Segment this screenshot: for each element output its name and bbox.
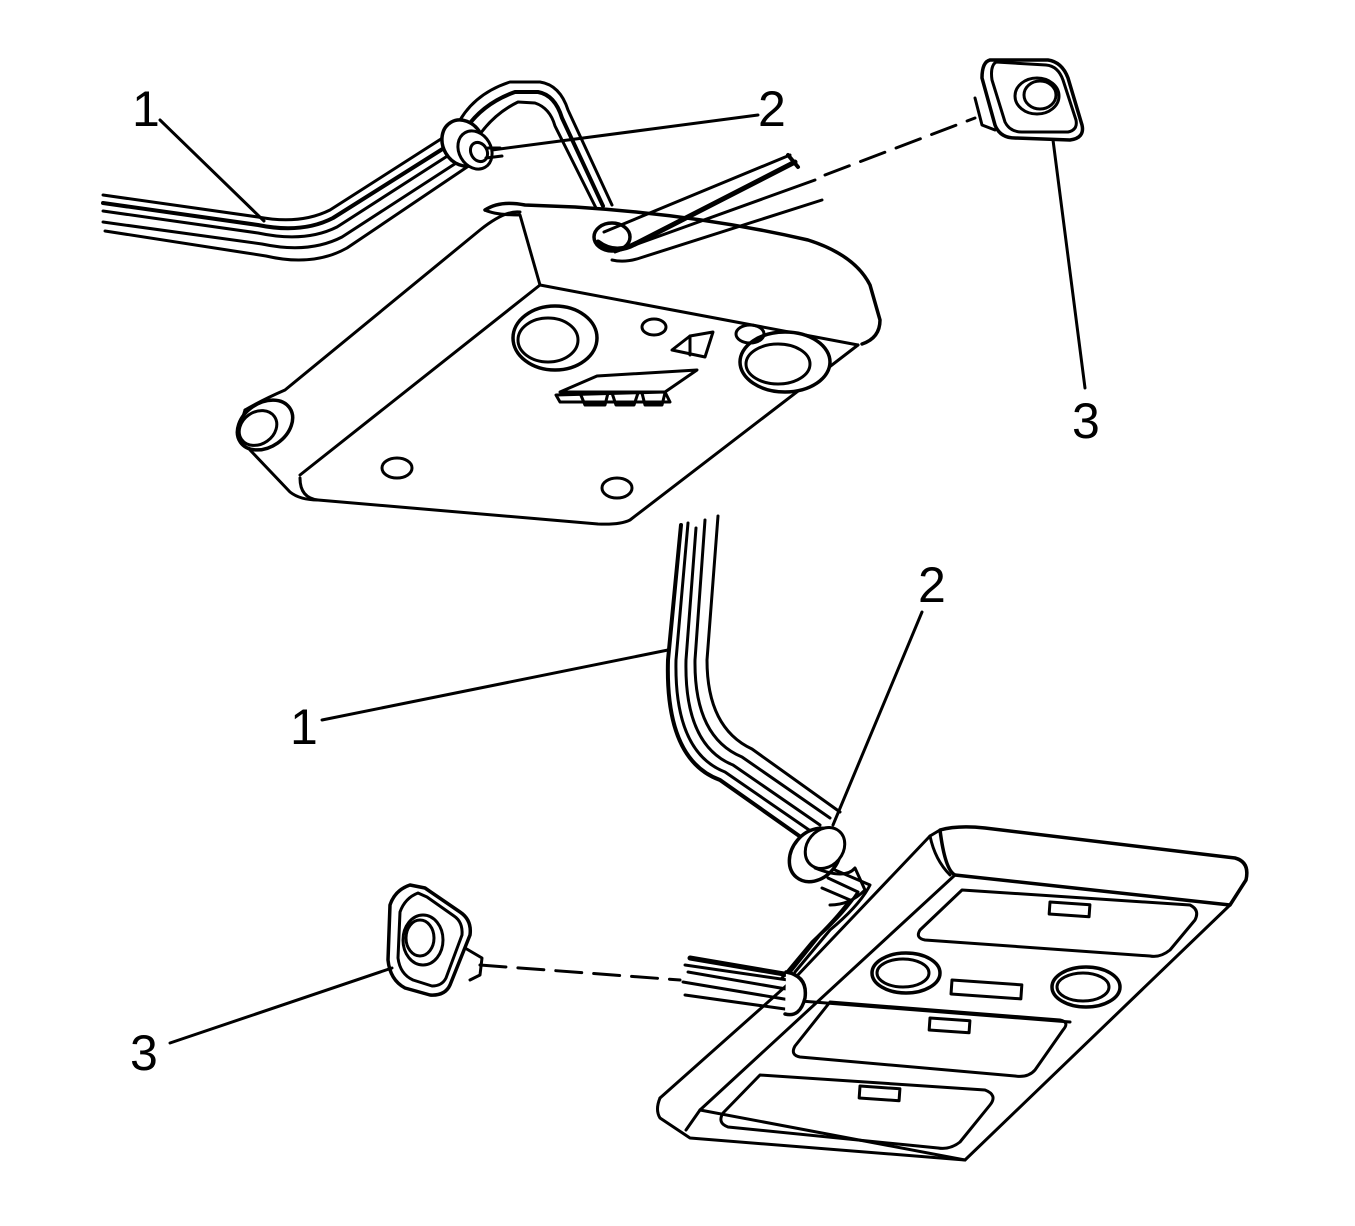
bottom-alignment-dashed-line — [480, 965, 680, 980]
bottom-connector — [388, 885, 482, 995]
bottom-leader-3 — [170, 968, 392, 1043]
bottom-leader-2 — [833, 612, 922, 825]
bottom-callout-1: 1 — [290, 699, 318, 755]
top-console-assembly — [103, 60, 1085, 524]
top-connector — [975, 60, 1083, 140]
top-wire-harness — [103, 82, 612, 260]
bottom-callout-2: 2 — [918, 557, 946, 613]
bottom-console-housing — [658, 827, 1247, 1160]
top-connector-wires — [594, 155, 822, 261]
bottom-leader-1 — [322, 650, 668, 720]
bottom-wire-harness — [668, 516, 840, 840]
bottom-grommet — [779, 818, 865, 905]
bottom-console-assembly — [170, 516, 1247, 1160]
top-callout-2: 2 — [758, 81, 786, 137]
top-callout-3: 3 — [1072, 393, 1100, 449]
top-leader-3 — [1053, 140, 1085, 388]
top-leader-2 — [492, 115, 758, 150]
top-leader-1 — [160, 120, 264, 221]
bottom-connector-wires — [683, 958, 805, 1015]
bottom-callout-3: 3 — [130, 1025, 158, 1081]
top-console-housing — [228, 203, 880, 524]
bottom-inner-wires — [782, 870, 870, 978]
top-callout-1: 1 — [132, 81, 160, 137]
top-grommet — [434, 112, 502, 175]
top-alignment-dashed-line — [825, 118, 975, 175]
